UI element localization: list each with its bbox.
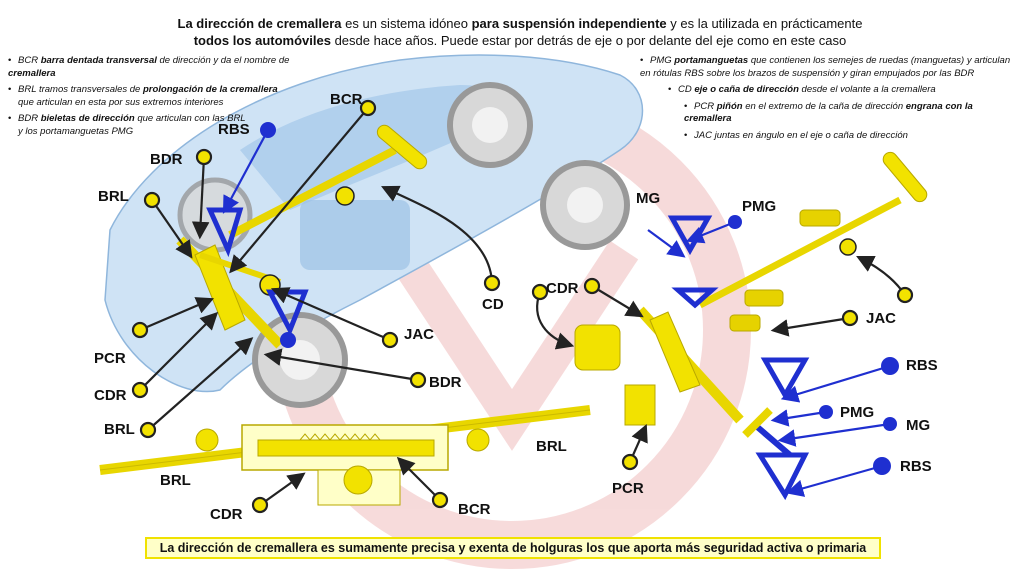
label-bcr-bottom: BCR (458, 501, 491, 518)
leader-lines (131, 99, 914, 514)
label-jac-left: JAC (404, 326, 434, 343)
notes-left: BCR barra dentada transversal de direcci… (8, 55, 338, 142)
label-jac-right: JAC (866, 310, 896, 327)
note-pcr: PCR piñón en el extremo de la caña de di… (640, 101, 1015, 126)
label-mg-right: MG (906, 417, 930, 434)
label-brl-left: BRL (98, 188, 129, 205)
label-bdr-mid: BDR (429, 374, 462, 391)
label-mg-top: MG (636, 190, 660, 207)
note-bdr: BDR bieletas de dirección que articulan … (8, 113, 338, 126)
label-pcr-mid: PCR (612, 480, 644, 497)
label-bcr-top: BCR (330, 91, 363, 108)
label-pcr-left: PCR (94, 350, 126, 367)
label-brl-bottom-left: BRL (160, 472, 191, 489)
header-line-2: todos los automóviles desde hace años. P… (120, 32, 920, 49)
component-labels: BCR RBS BDR BRL PCR CDR BRL JAC BDR CD M… (94, 91, 938, 523)
header-text-end: y es la utilizada en prácticamente (666, 16, 863, 31)
header-term: La dirección de cremallera (177, 16, 342, 31)
label-brl-bottom-right: BRL (536, 438, 567, 455)
header-highlight: para suspensión independiente (471, 16, 667, 31)
header-text-2: desde hace años. Puede estar por detrás … (330, 33, 847, 48)
right-exploded-assembly (574, 151, 928, 501)
label-rbs-right-1: RBS (906, 357, 938, 374)
label-cd-mid: CD (482, 296, 504, 313)
note-brl-cont: que articulan en esta por sus extremos i… (18, 96, 224, 108)
label-cdr-bottom: CDR (210, 506, 243, 523)
label-pmg-right: PMG (840, 404, 874, 421)
note-bcr: BCR barra dentada transversal de direcci… (8, 55, 338, 80)
label-cdr-mid: CDR (546, 280, 579, 297)
label-rbs-right-2: RBS (900, 458, 932, 475)
label-brl-left-low: BRL (104, 421, 135, 438)
footer-banner: La dirección de cremallera es sumamente … (145, 537, 881, 559)
note-brl: BRL tramos transversales de prolongación… (8, 84, 338, 97)
label-pmg-top: PMG (742, 198, 776, 215)
header-line-1: La dirección de cremallera es un sistema… (120, 15, 920, 32)
header-highlight-2: todos los automóviles (193, 33, 331, 48)
header-text: es un sistema idóneo (341, 16, 472, 31)
note-bdr-cont: y los portamanguetas PMG (18, 125, 134, 137)
notes-right: PMG portamanguetas que contienen los sem… (640, 55, 1015, 146)
header-description: La dirección de cremallera es un sistema… (120, 15, 920, 49)
label-cdr-left: CDR (94, 387, 127, 404)
note-cd: CD eje o caña de dirección desde el vola… (640, 84, 1015, 97)
note-pmg: PMG portamanguetas que contienen los sem… (640, 55, 1015, 80)
note-jac: JAC juntas en ángulo en el eje o caña de… (640, 130, 1015, 143)
label-bdr-left: BDR (150, 151, 183, 168)
